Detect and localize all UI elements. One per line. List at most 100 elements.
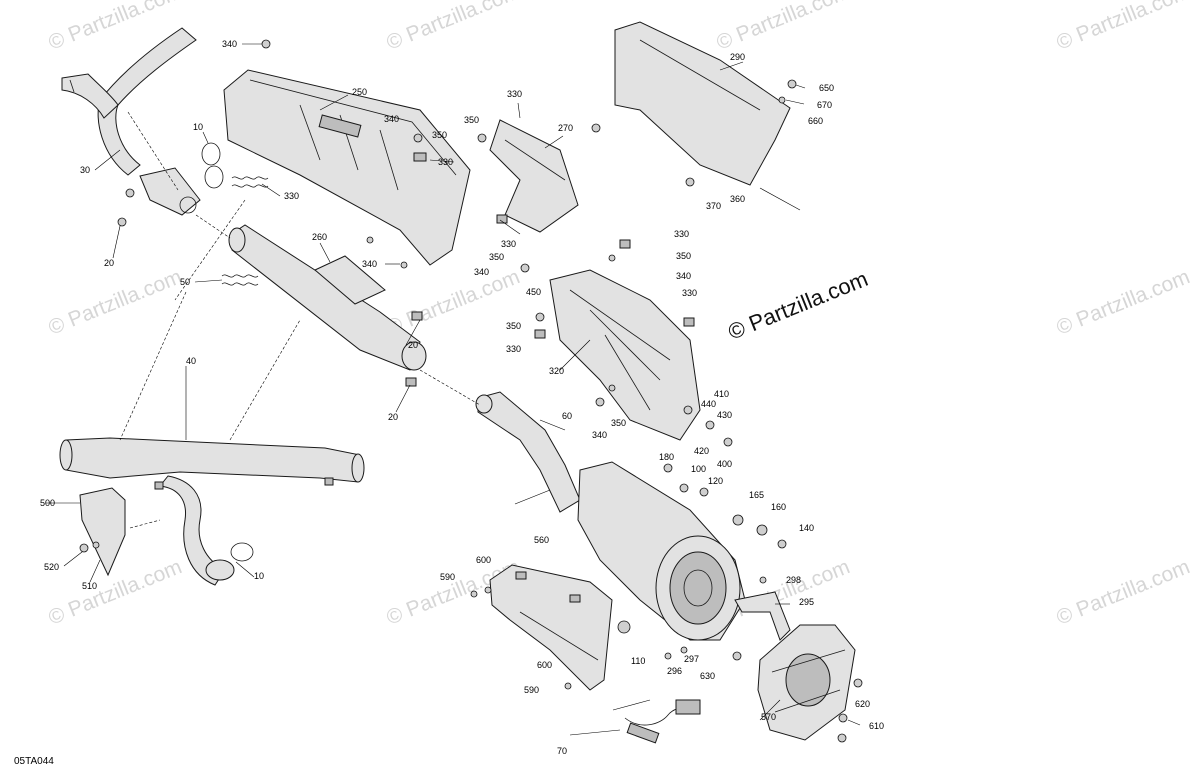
end-cap-570	[757, 624, 856, 741]
callout-labels: 340 30 250 10 330 20 50 260 340 20 20 40…	[40, 39, 884, 756]
heat-shield-250	[223, 69, 471, 266]
callout-label: 296	[667, 666, 682, 676]
callout-label: 350	[506, 321, 521, 331]
muffler-main	[577, 461, 746, 641]
callout-label: 360	[730, 194, 745, 204]
callout-label: 410	[714, 389, 729, 399]
watermark: © Partzilla.com	[45, 555, 185, 629]
cover-560	[489, 564, 613, 691]
callout-label: 10	[193, 122, 203, 132]
callout-label: 120	[708, 476, 723, 486]
sensor-70	[624, 699, 701, 744]
shield-500	[79, 487, 126, 577]
callout-label: 560	[534, 535, 549, 545]
watermark: © Partzilla.com	[1053, 555, 1193, 629]
callout-label: 320	[549, 366, 564, 376]
callout-label: 420	[694, 446, 709, 456]
callout-label: 650	[819, 83, 834, 93]
shield-290	[591, 21, 791, 187]
callout-label: 570	[761, 712, 776, 722]
callout-label: 110	[631, 656, 645, 666]
callout-label: 610	[869, 721, 884, 731]
shield-320	[549, 269, 701, 441]
shield-270	[489, 119, 579, 233]
callout-label: 270	[558, 123, 573, 133]
callout-label: 20	[408, 340, 418, 350]
callout-label: 340	[676, 271, 691, 281]
callout-label: 330	[501, 239, 516, 249]
callout-label: 600	[476, 555, 491, 565]
callout-label: 350	[489, 252, 504, 262]
callout-label: 180	[659, 452, 674, 462]
callout-label: 298	[786, 575, 801, 585]
callout-label: 70	[557, 746, 567, 756]
plate-260	[314, 255, 386, 305]
alignment-lines	[119, 111, 481, 529]
callout-label: 100	[691, 464, 706, 474]
callout-label: 20	[104, 258, 114, 268]
callout-label: 500	[40, 498, 55, 508]
callout-label: 340	[222, 39, 237, 49]
callout-label: 295	[799, 597, 814, 607]
callout-label: 20	[388, 412, 398, 422]
spring-330	[231, 176, 269, 188]
callout-label: 590	[440, 572, 455, 582]
callout-label: 520	[44, 562, 59, 572]
gasket-10b	[230, 542, 254, 562]
spring-50	[221, 274, 259, 286]
callout-label: 510	[82, 581, 97, 591]
callout-label: 620	[855, 699, 870, 709]
gasket-10	[201, 142, 224, 189]
callout-label: 260	[312, 232, 327, 242]
callout-label: 350	[676, 251, 691, 261]
callout-label: 330	[506, 344, 521, 354]
parts-drawing	[59, 21, 863, 744]
callout-label: 660	[808, 116, 823, 126]
callout-label: 330	[438, 157, 453, 167]
watermark: © Partzilla.com	[1053, 0, 1193, 55]
watermark: © Partzilla.com	[45, 265, 185, 339]
callout-label: 290	[730, 52, 745, 62]
callout-label: 630	[700, 671, 715, 681]
callout-label: 450	[526, 287, 541, 297]
callout-label: 340	[592, 430, 607, 440]
callout-label: 10	[254, 571, 264, 581]
copyright-notice: © Partzilla.com	[725, 266, 872, 345]
callout-label: 60	[562, 411, 572, 421]
fasteners	[154, 39, 863, 743]
callout-label: 590	[524, 685, 539, 695]
header-pipe-30	[61, 27, 197, 176]
callout-label: 600	[537, 660, 552, 670]
leader-lines	[46, 43, 861, 736]
callout-label: 340	[362, 259, 377, 269]
watermark: © Partzilla.com	[1053, 265, 1193, 339]
callout-label: 160	[771, 502, 786, 512]
callout-label: 430	[717, 410, 732, 420]
callout-label: 350	[432, 130, 447, 140]
watermark: © Partzilla.com	[713, 0, 853, 55]
callout-label: 440	[701, 399, 716, 409]
callout-label: 140	[799, 523, 814, 533]
callout-label: 330	[682, 288, 697, 298]
watermark: © Partzilla.com	[383, 265, 523, 339]
callout-label: 350	[464, 115, 479, 125]
callout-label: 50	[180, 277, 190, 287]
callout-label: 370	[706, 201, 721, 211]
callout-label: 250	[352, 87, 367, 97]
callout-label: 30	[80, 165, 90, 175]
mid-pipe-40	[228, 224, 427, 371]
callout-label: 340	[384, 114, 399, 124]
silencer-pipe-60	[475, 391, 581, 513]
callout-label: 670	[817, 100, 832, 110]
callout-label: 330	[507, 89, 522, 99]
watermark: © Partzilla.com	[383, 0, 523, 55]
lower-pipe-40	[59, 437, 365, 586]
callout-label: 340	[474, 267, 489, 277]
callout-label: 350	[611, 418, 626, 428]
callout-label: 297	[684, 654, 699, 664]
callout-label: 330	[674, 229, 689, 239]
callout-label: 400	[717, 459, 732, 469]
callout-label: 165	[749, 490, 764, 500]
callout-label: 40	[186, 356, 196, 366]
